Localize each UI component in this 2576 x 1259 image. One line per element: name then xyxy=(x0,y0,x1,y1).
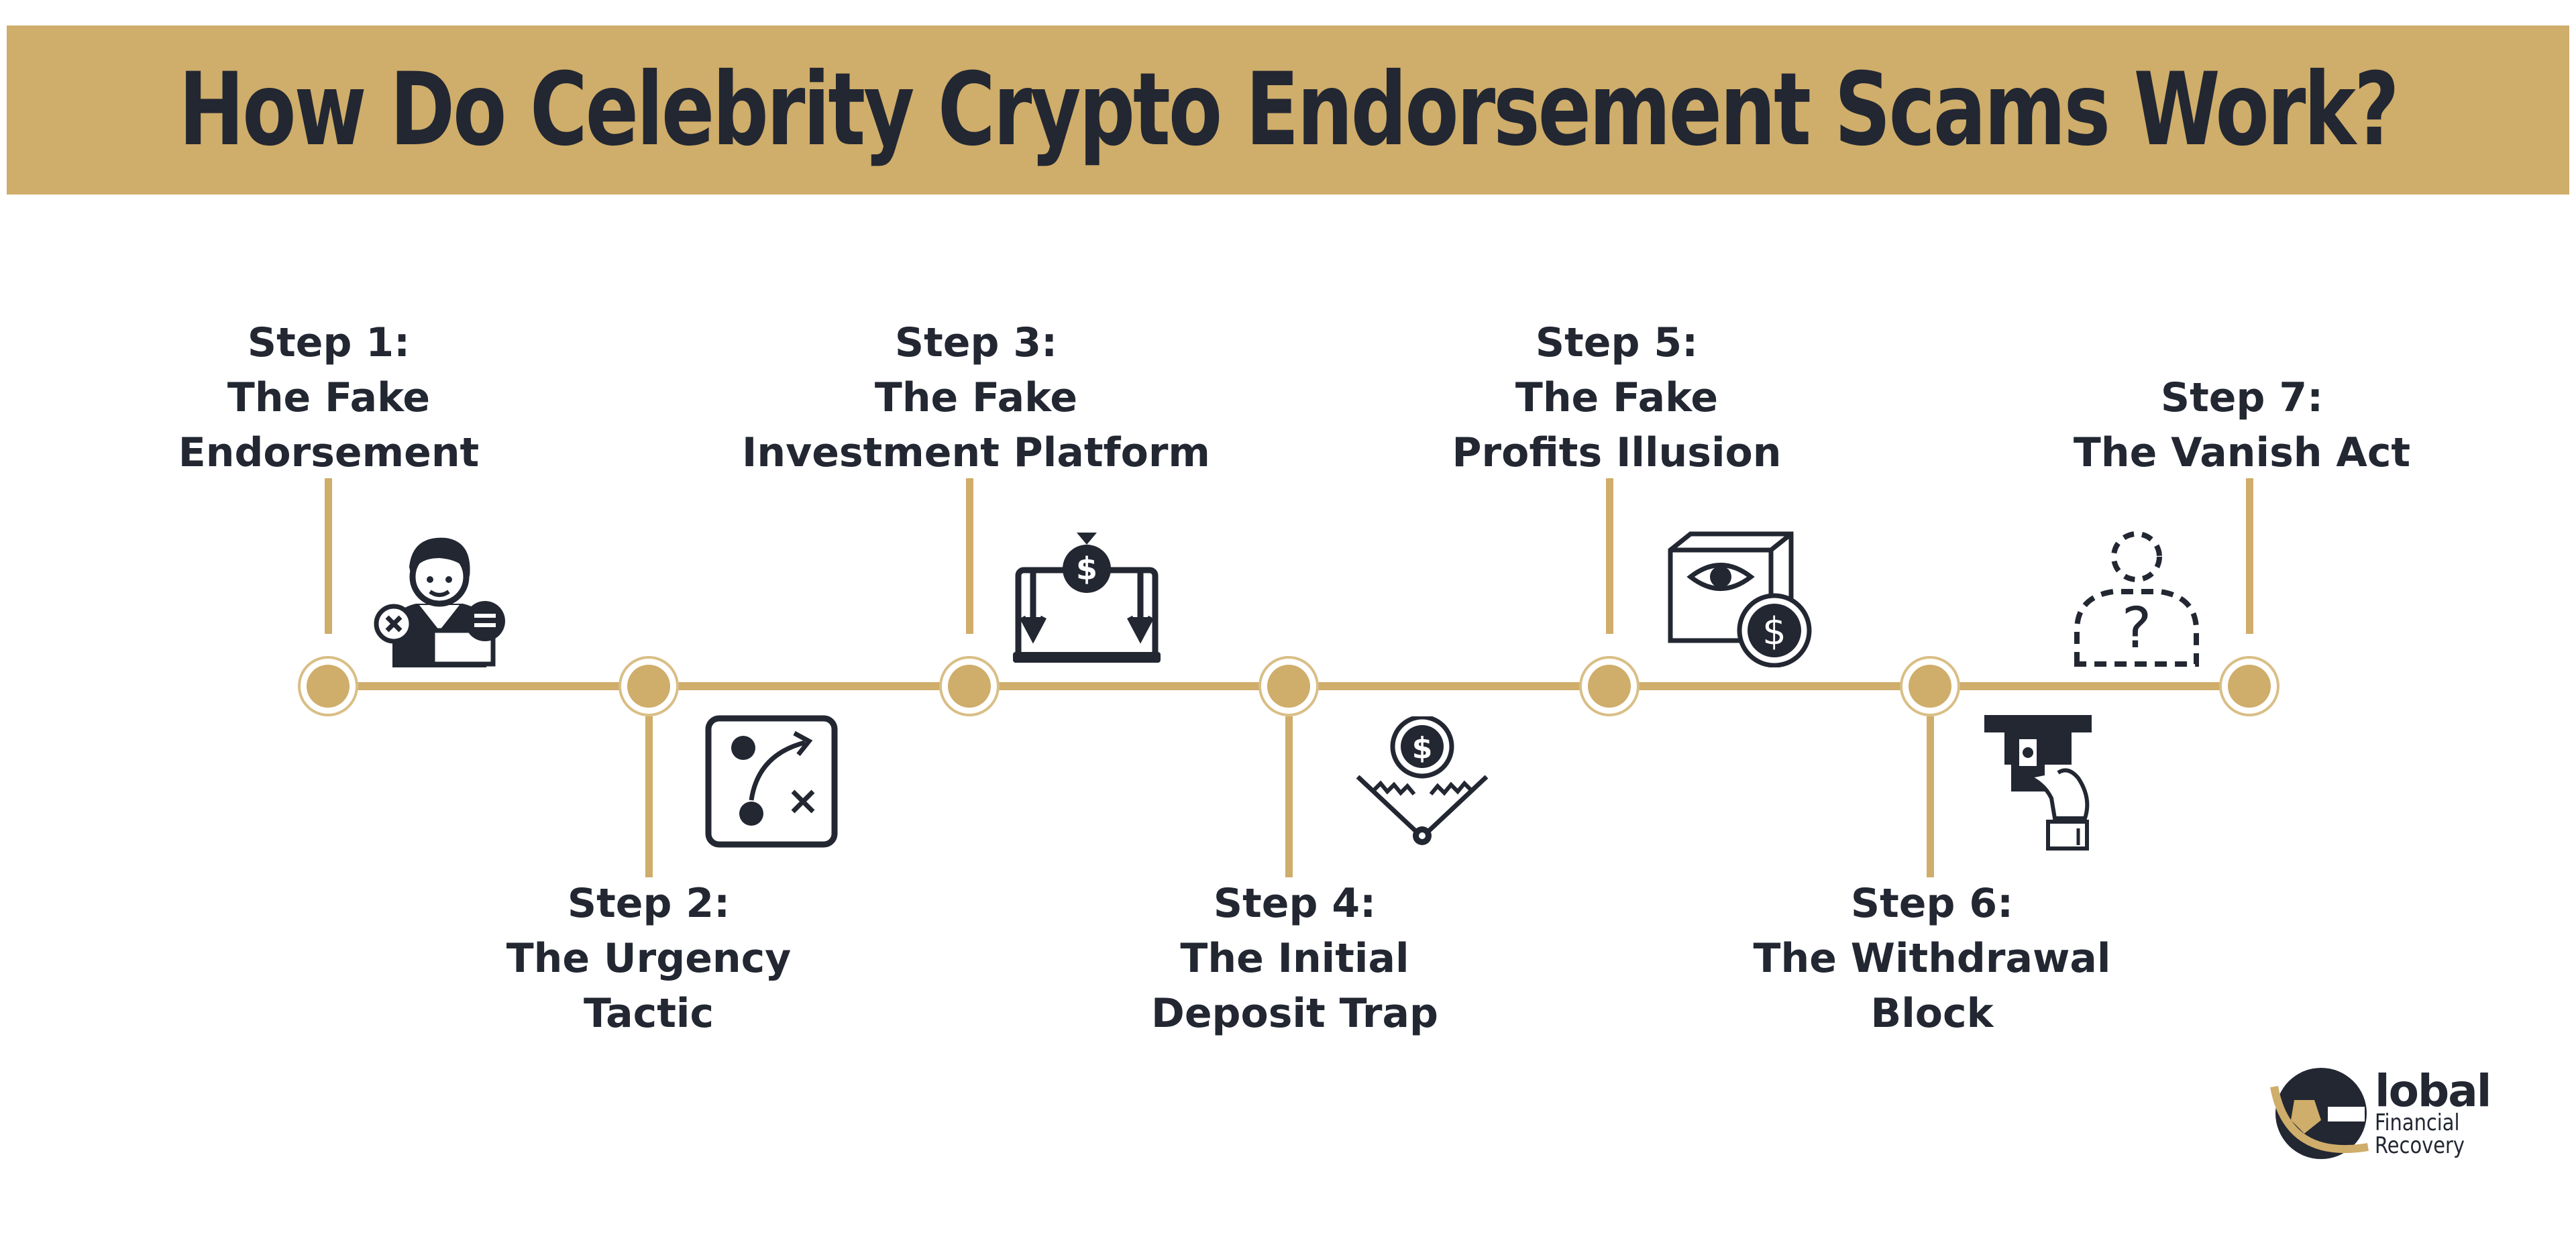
logo-text-lobal: lobal xyxy=(2375,1065,2491,1117)
logo-text-financial: Financial xyxy=(2375,1109,2460,1136)
step-5-line-1: The Fake xyxy=(1515,374,1719,421)
step-6-line-2: Block xyxy=(1870,990,1994,1037)
stem-1 xyxy=(325,478,332,634)
step-1-line-1: The Fake xyxy=(227,374,431,421)
celebrity-endorsement-icon xyxy=(374,537,505,667)
step-2-line-1: The Urgency xyxy=(506,935,792,982)
step-7-line-1: The Vanish Act xyxy=(2073,429,2411,476)
globe-logo-icon xyxy=(2270,1068,2369,1159)
step-5-line-2: Profits Illusion xyxy=(1452,429,1782,476)
step-3-number: Step 3: xyxy=(894,319,1058,366)
svg-text:$: $ xyxy=(1412,731,1433,765)
vanished-person-icon: ? xyxy=(2074,531,2199,667)
timeline-node-1 xyxy=(298,656,358,716)
step-6-number: Step 6: xyxy=(1850,880,2014,927)
stem-4 xyxy=(1285,716,1293,877)
laptop-money-bag-icon: $ xyxy=(1013,533,1161,663)
stem-3 xyxy=(966,478,973,634)
step-5-number: Step 5: xyxy=(1535,319,1699,366)
title-banner: How Do Celebrity Crypto Endorsement Scam… xyxy=(7,25,2569,195)
logo-text-recovery: Recovery xyxy=(2375,1132,2465,1159)
timeline-node-6 xyxy=(1900,656,1960,716)
stem-5 xyxy=(1606,478,1613,634)
step-3-label: Step 3: The Fake Investment Platform xyxy=(721,315,1231,480)
page-title: How Do Celebrity Crypto Endorsement Scam… xyxy=(178,52,2399,168)
timeline-node-5 xyxy=(1579,656,1640,716)
timeline-node-4 xyxy=(1258,656,1319,716)
money-trap-icon: $ xyxy=(1356,716,1489,845)
svg-text:$: $ xyxy=(1762,610,1786,653)
step-6-label: Step 6: The Withdrawal Block xyxy=(1677,876,2187,1041)
step-1-line-2: Endorsement xyxy=(178,429,480,476)
global-financial-recovery-logo: lobal Financial Recovery xyxy=(2267,1060,2491,1167)
step-3-line-2: Investment Platform xyxy=(742,429,1210,476)
timeline-node-3 xyxy=(939,656,1000,716)
step-3-line-1: The Fake xyxy=(874,374,1078,421)
step-4-number: Step 4: xyxy=(1213,880,1377,927)
stem-2 xyxy=(645,716,653,877)
timeline-node-7 xyxy=(2219,656,2279,716)
atm-withdrawal-icon xyxy=(1984,715,2092,851)
step-2-line-2: Tactic xyxy=(583,990,714,1037)
step-7-number: Step 7: xyxy=(2160,374,2324,421)
svg-text:$: $ xyxy=(1076,551,1097,587)
timeline-node-2 xyxy=(619,656,679,716)
stem-7 xyxy=(2246,478,2253,634)
step-7-label: Step 7: The Vanish Act xyxy=(1987,370,2497,480)
stem-6 xyxy=(1927,716,1934,877)
step-2-label: Step 2: The Urgency Tactic xyxy=(394,876,904,1041)
illusion-box-dollar-icon: $ xyxy=(1668,531,1812,667)
strategy-plan-icon xyxy=(705,715,838,848)
step-1-label: Step 1: The Fake Endorsement xyxy=(74,315,584,480)
step-4-line-1: The Initial xyxy=(1180,935,1409,982)
step-4-line-2: Deposit Trap xyxy=(1151,990,1438,1037)
step-1-number: Step 1: xyxy=(247,319,411,366)
svg-text:?: ? xyxy=(2122,595,2152,661)
step-6-line-1: The Withdrawal xyxy=(1753,935,2111,982)
step-2-number: Step 2: xyxy=(567,880,731,927)
step-4-label: Step 4: The Initial Deposit Trap xyxy=(1040,876,1550,1041)
step-5-label: Step 5: The Fake Profits Illusion xyxy=(1362,315,1872,480)
